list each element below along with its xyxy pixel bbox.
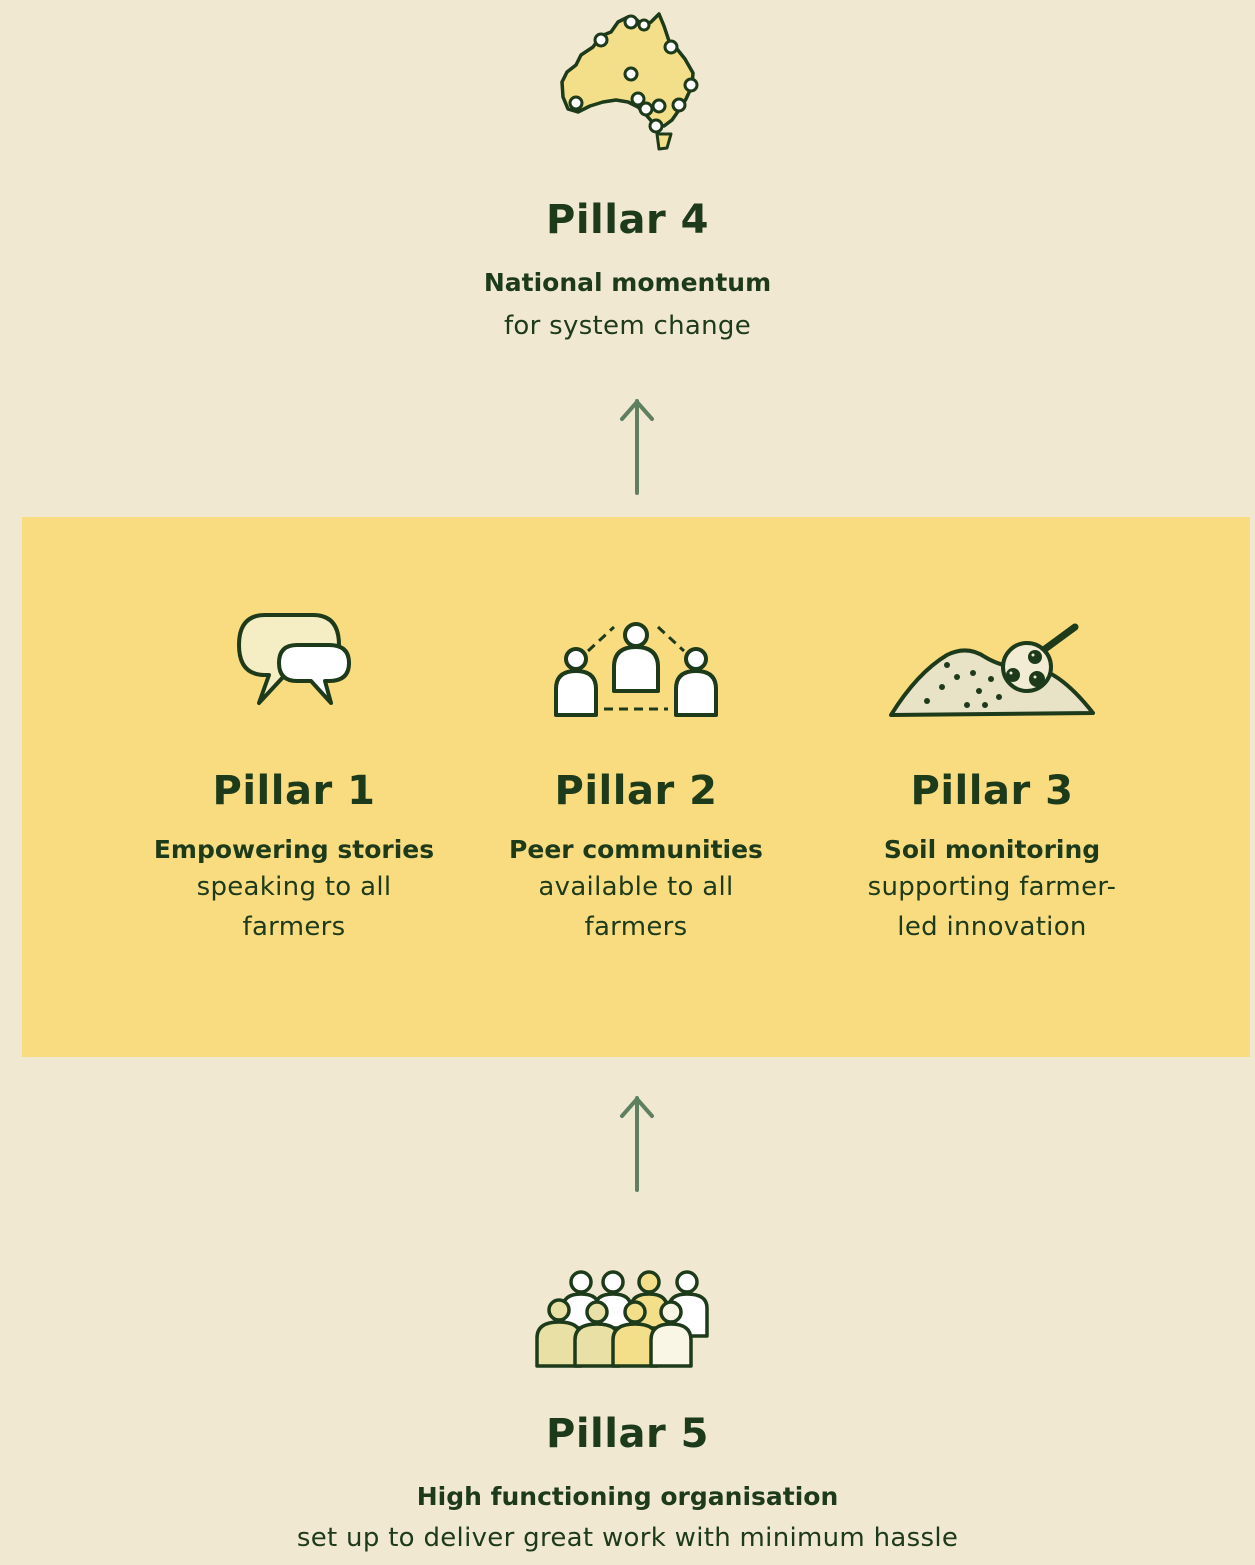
pillar-4-desc: for system change xyxy=(503,311,752,341)
arrow-up-icon xyxy=(617,1094,657,1194)
pillar-2: Pillar 2 Peer communities available to a… xyxy=(480,605,792,947)
peer-community-icon xyxy=(546,605,726,725)
pillar-1-desc: speaking to all farmers xyxy=(196,872,392,942)
pillar-3-heading: Soil monitoring xyxy=(883,835,1101,864)
team-group-icon xyxy=(533,1268,723,1370)
speech-bubbles-icon xyxy=(229,605,359,725)
pillars-panel xyxy=(22,517,1250,1057)
pillar-4-heading: National momentum xyxy=(483,268,772,297)
pillar-5-desc: set up to deliver great work with minimu… xyxy=(296,1523,959,1553)
pillar-3: Pillar 3 Soil monitoring supporting farm… xyxy=(836,605,1148,947)
pillar-5-title: Pillar 5 xyxy=(546,1411,709,1457)
pillar-1: Pillar 1 Empowering stories speaking to … xyxy=(138,605,450,947)
pillar-4-title: Pillar 4 xyxy=(546,197,709,243)
pillar-4: Pillar 4 National momentum for system ch… xyxy=(400,8,855,346)
pillar-3-title: Pillar 3 xyxy=(910,768,1074,814)
pillar-2-heading: Peer communities xyxy=(509,835,763,864)
pillar-5-heading: High functioning organisation xyxy=(416,1482,839,1511)
pillar-1-heading: Empowering stories xyxy=(153,835,435,864)
pillar-5: Pillar 5 High functioning organisation s… xyxy=(250,1268,1005,1558)
pillar-2-title: Pillar 2 xyxy=(554,768,718,814)
soil-magnifier-icon xyxy=(887,605,1097,725)
arrow-up-icon xyxy=(617,397,657,497)
australia-map-icon xyxy=(543,8,713,158)
pillar-3-desc: supporting farmer-led innovation xyxy=(867,872,1117,942)
pillar-2-desc: available to all farmers xyxy=(538,872,734,942)
pillar-1-title: Pillar 1 xyxy=(212,768,376,814)
